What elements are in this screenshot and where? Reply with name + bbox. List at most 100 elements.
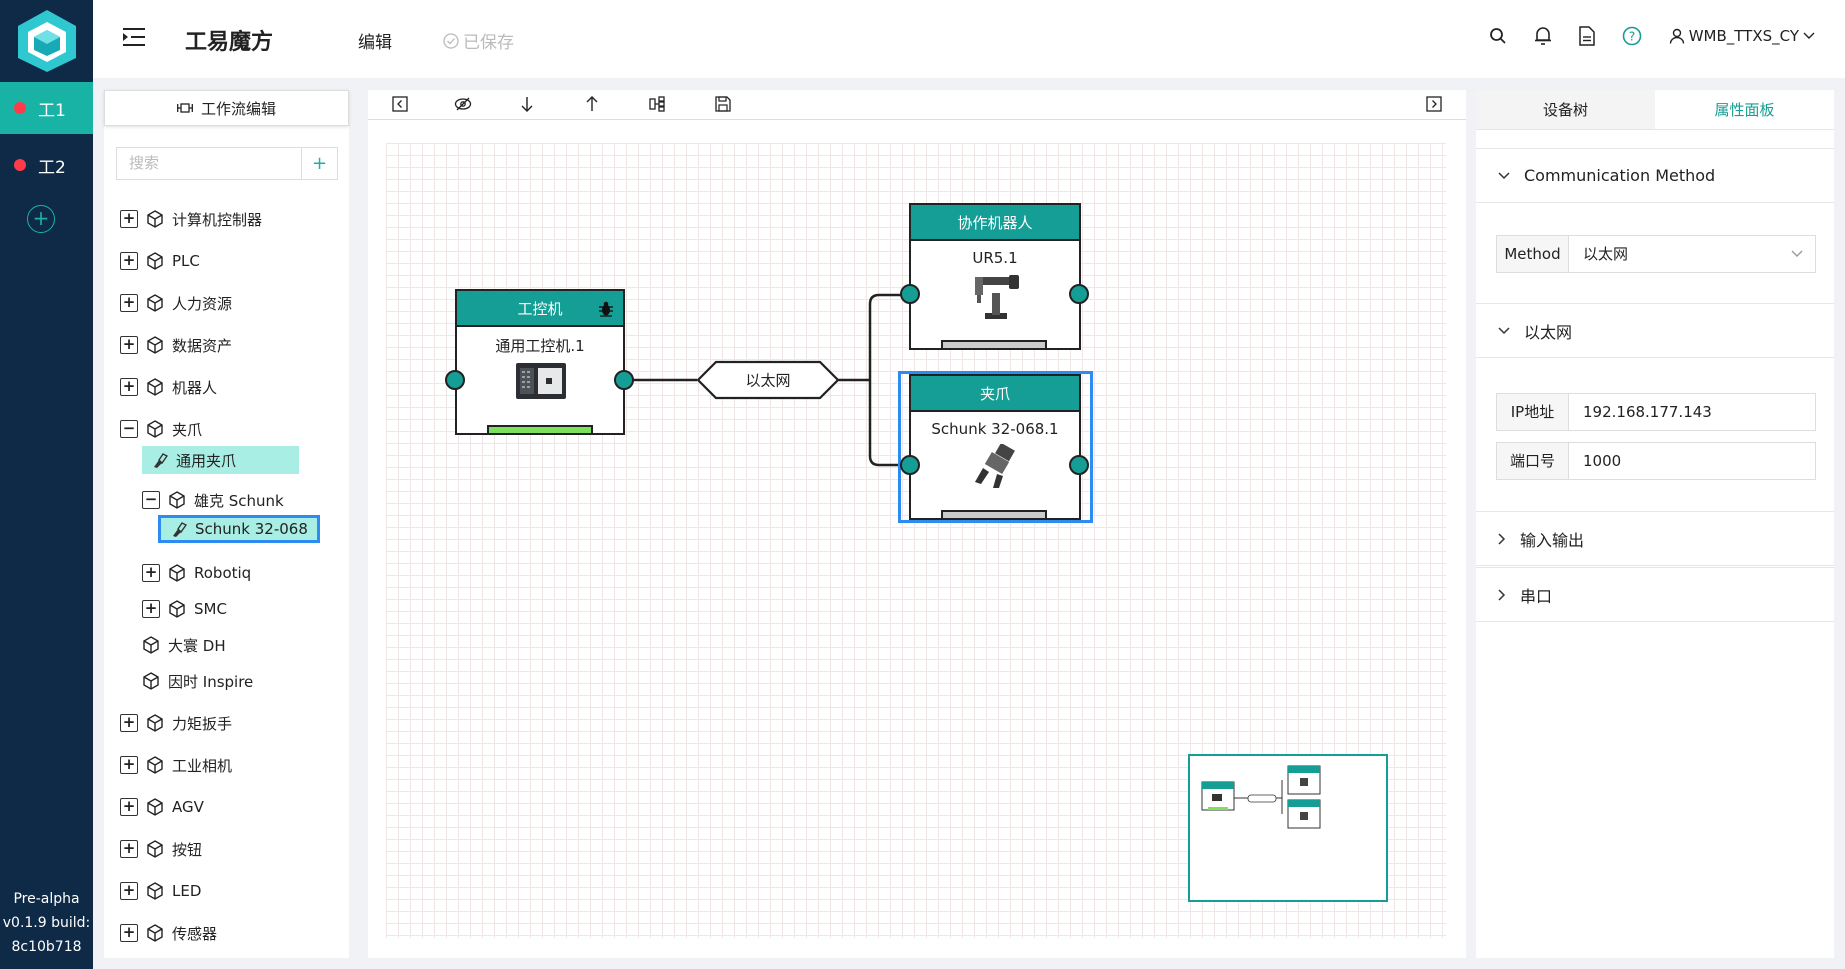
- cube-icon: [143, 636, 159, 654]
- tree-item[interactable]: −夹爪: [120, 415, 202, 443]
- user-menu[interactable]: WMB_TTXS_CY: [1669, 27, 1815, 45]
- ip-field: IP地址 192.168.177.143: [1496, 393, 1816, 431]
- tree-item[interactable]: +计算机控制器: [120, 205, 262, 233]
- tree-item[interactable]: +按钮: [120, 835, 202, 863]
- tree-item[interactable]: 通用夹爪: [142, 446, 299, 474]
- tree-item[interactable]: +AGV: [120, 793, 204, 821]
- collapse-left-icon[interactable]: [392, 96, 408, 112]
- section-io[interactable]: 输入输出: [1476, 511, 1834, 566]
- expand-toggle[interactable]: +: [142, 600, 160, 618]
- eye-off-icon[interactable]: [454, 96, 472, 112]
- node-gripper[interactable]: 夹爪 Schunk 32-068.1: [909, 374, 1081, 520]
- tree-item[interactable]: +力矩扳手: [120, 709, 232, 737]
- workflow-icon: [176, 103, 193, 113]
- add-component-button[interactable]: +: [301, 148, 337, 179]
- menu-fold-icon[interactable]: [123, 28, 145, 46]
- username: WMB_TTXS_CY: [1688, 27, 1799, 45]
- add-workspace-button[interactable]: +: [27, 205, 55, 233]
- tree-item[interactable]: +数据资产: [120, 331, 232, 359]
- node-robot[interactable]: 协作机器人 UR5.1: [909, 203, 1081, 350]
- tree-item[interactable]: + PLC: [120, 247, 200, 275]
- search-icon[interactable]: [1489, 27, 1507, 45]
- expand-toggle[interactable]: +: [120, 756, 138, 774]
- minimap[interactable]: [1188, 754, 1388, 902]
- expand-toggle[interactable]: +: [120, 798, 138, 816]
- tab-device-tree[interactable]: 设备树: [1476, 90, 1655, 129]
- section-ethernet[interactable]: 以太网: [1476, 303, 1834, 358]
- arrow-down-icon[interactable]: [520, 96, 534, 112]
- node-title: UR5.1: [972, 249, 1018, 267]
- collapse-right-icon[interactable]: [1426, 96, 1442, 112]
- ethernet-hub[interactable]: 以太网: [696, 360, 840, 400]
- node-ipc[interactable]: 工控机 通用工控机.1: [455, 289, 625, 435]
- search-input[interactable]: 搜索: [129, 154, 160, 172]
- help-icon[interactable]: ?: [1622, 26, 1642, 46]
- edit-menu[interactable]: 编辑: [358, 33, 392, 53]
- bell-icon[interactable]: [1534, 26, 1552, 46]
- expand-toggle[interactable]: +: [120, 378, 138, 396]
- field-label: Method: [1497, 236, 1569, 272]
- port-left[interactable]: [900, 455, 920, 475]
- workflow-edit-header[interactable]: 工作流编辑: [104, 90, 349, 126]
- port-left[interactable]: [445, 370, 465, 390]
- tree-item[interactable]: +机器人: [120, 373, 217, 401]
- cube-icon: [147, 420, 163, 438]
- right-tabs: 设备树 属性面板: [1476, 90, 1834, 130]
- node-header: 夹爪: [911, 376, 1079, 412]
- tree-item-label: 通用夹爪: [176, 451, 237, 470]
- tree-item[interactable]: +LED: [120, 877, 201, 905]
- port-left[interactable]: [900, 284, 920, 304]
- workspace-tab-2[interactable]: 工2: [0, 139, 93, 191]
- node-title: 通用工控机.1: [495, 337, 585, 355]
- section-communication-method[interactable]: Communication Method: [1476, 148, 1834, 203]
- tree-item[interactable]: Schunk 32-068: [158, 515, 320, 543]
- port-right[interactable]: [1069, 455, 1089, 475]
- tree-item-label: PLC: [172, 252, 200, 270]
- tree-item-label: 工业相机: [172, 756, 233, 775]
- cube-icon: [147, 882, 163, 900]
- port-right[interactable]: [1069, 284, 1089, 304]
- canvas-toolbar: [368, 90, 1466, 120]
- node-header: 协作机器人: [911, 205, 1079, 241]
- layout-tree-icon[interactable]: [649, 96, 665, 112]
- expand-toggle[interactable]: +: [142, 564, 160, 582]
- chevron-right-icon: [1498, 588, 1506, 601]
- collapse-toggle[interactable]: −: [142, 491, 160, 509]
- method-select[interactable]: 以太网: [1569, 236, 1815, 272]
- minimap-preview: [1201, 765, 1321, 829]
- expand-toggle[interactable]: +: [120, 924, 138, 942]
- section-serial[interactable]: 串口: [1476, 567, 1834, 622]
- expand-toggle[interactable]: +: [120, 252, 138, 270]
- expand-toggle[interactable]: +: [120, 840, 138, 858]
- app-title: 工易魔方: [185, 30, 274, 55]
- tree-item[interactable]: +传感器: [120, 919, 217, 947]
- expand-toggle[interactable]: +: [120, 714, 138, 732]
- tree-item[interactable]: +人力资源: [120, 289, 232, 317]
- document-icon[interactable]: [1578, 26, 1595, 46]
- tree-item[interactable]: +SMC: [142, 595, 227, 623]
- expand-toggle[interactable]: +: [120, 336, 138, 354]
- tree-item[interactable]: −雄克 Schunk: [142, 486, 284, 514]
- component-library-panel: 工作流编辑 搜索 + +计算机控制器+PLC+人力资源+数据资产+机器人−夹爪通…: [104, 90, 349, 958]
- top-bar: 工易魔方 编辑 已保存 ?: [93, 0, 1845, 78]
- version-line: v0.1.9 build:: [2, 915, 91, 931]
- tree-item[interactable]: 因时 Inspire: [142, 667, 253, 695]
- bug-icon[interactable]: [597, 300, 615, 318]
- save-icon[interactable]: [715, 96, 731, 112]
- expand-toggle[interactable]: +: [120, 294, 138, 312]
- tree-item-label: 因时 Inspire: [168, 672, 254, 691]
- workspace-tab-1[interactable]: 工1: [0, 82, 93, 134]
- status-bar: [941, 510, 1047, 520]
- expand-toggle[interactable]: +: [120, 210, 138, 228]
- arrow-up-icon[interactable]: [585, 96, 599, 112]
- port-input[interactable]: 1000: [1583, 452, 1622, 470]
- tab-properties[interactable]: 属性面板: [1655, 90, 1834, 129]
- tree-item[interactable]: + 工业相机: [120, 751, 232, 779]
- port-right[interactable]: [614, 370, 634, 390]
- tree-item[interactable]: +Robotiq: [142, 559, 251, 587]
- expand-toggle[interactable]: +: [120, 882, 138, 900]
- tree-item[interactable]: 大寰 DH: [142, 631, 226, 659]
- collapse-toggle[interactable]: −: [120, 420, 138, 438]
- ip-input[interactable]: 192.168.177.143: [1583, 403, 1712, 421]
- version-line: 8c10b718: [11, 939, 82, 955]
